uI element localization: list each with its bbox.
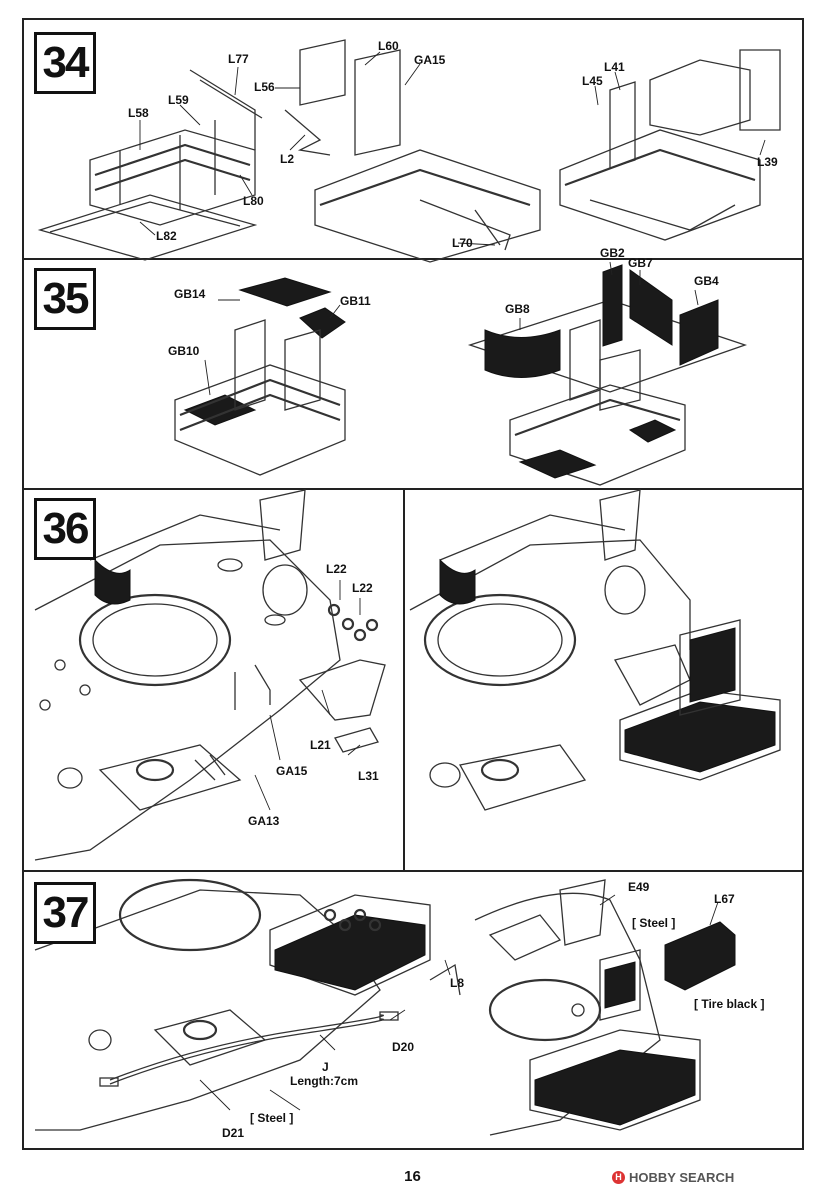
hobby-search-logo-icon: H bbox=[612, 1171, 625, 1184]
step-number-34: 34 bbox=[34, 32, 96, 94]
step-number-35: 35 bbox=[34, 268, 96, 330]
step-37-drawing bbox=[34, 878, 736, 1136]
label-L67: L67 bbox=[714, 892, 735, 906]
step-number-37: 37 bbox=[34, 882, 96, 944]
label-L45: L45 bbox=[582, 74, 603, 88]
step-35-drawing bbox=[174, 264, 748, 486]
label-GB10: GB10 bbox=[168, 344, 200, 358]
label-E49: E49 bbox=[628, 880, 650, 894]
label-tire-black: [ Tire black ] bbox=[694, 997, 765, 1011]
label-GB14: GB14 bbox=[174, 287, 206, 301]
label-GB7: GB7 bbox=[628, 256, 653, 270]
divider-34-35 bbox=[22, 258, 804, 260]
label-L59: L59 bbox=[168, 93, 189, 107]
label-L80: L80 bbox=[243, 194, 264, 208]
label-L2: L2 bbox=[280, 152, 295, 166]
label-steel-wire: [ Steel ] bbox=[250, 1111, 294, 1125]
callout-leaders bbox=[139, 51, 766, 1111]
label-J: J bbox=[322, 1060, 329, 1074]
divider-36-vertical bbox=[403, 488, 405, 870]
label-GA13: GA13 bbox=[248, 814, 280, 828]
label-L22-a: L22 bbox=[326, 562, 347, 576]
label-GA15-step36: GA15 bbox=[276, 764, 308, 778]
label-L22-b: L22 bbox=[352, 581, 373, 595]
label-L77: L77 bbox=[228, 52, 249, 66]
label-GB2: GB2 bbox=[600, 246, 625, 260]
label-length: Length:7cm bbox=[290, 1074, 359, 1088]
label-D20: D20 bbox=[392, 1040, 415, 1054]
step-36-drawing bbox=[34, 489, 781, 861]
label-L39: L39 bbox=[757, 155, 778, 169]
label-L70: L70 bbox=[452, 236, 473, 250]
label-GB8: GB8 bbox=[505, 302, 530, 316]
label-L21: L21 bbox=[310, 738, 331, 752]
page-number: 16 bbox=[404, 1168, 421, 1185]
watermark-text: HOBBY SEARCH bbox=[629, 1170, 735, 1185]
label-L60: L60 bbox=[378, 39, 399, 53]
label-L58: L58 bbox=[128, 106, 149, 120]
label-L8: L8 bbox=[450, 976, 465, 990]
label-GA15: GA15 bbox=[414, 53, 446, 67]
label-GB11: GB11 bbox=[340, 294, 371, 308]
label-L56: L56 bbox=[254, 80, 275, 94]
label-D21: D21 bbox=[222, 1126, 245, 1140]
divider-35-36 bbox=[22, 488, 804, 490]
label-L31: L31 bbox=[358, 769, 379, 783]
label-L41: L41 bbox=[604, 60, 625, 74]
watermark: H HOBBY SEARCH bbox=[612, 1170, 734, 1185]
label-GB4: GB4 bbox=[694, 274, 719, 288]
label-steel-paint: [ Steel ] bbox=[632, 916, 676, 930]
label-L82: L82 bbox=[156, 229, 177, 243]
step-34-drawing bbox=[37, 39, 781, 263]
step-number-36: 36 bbox=[34, 498, 96, 560]
divider-36-37 bbox=[22, 870, 804, 872]
page-frame bbox=[22, 18, 804, 1150]
